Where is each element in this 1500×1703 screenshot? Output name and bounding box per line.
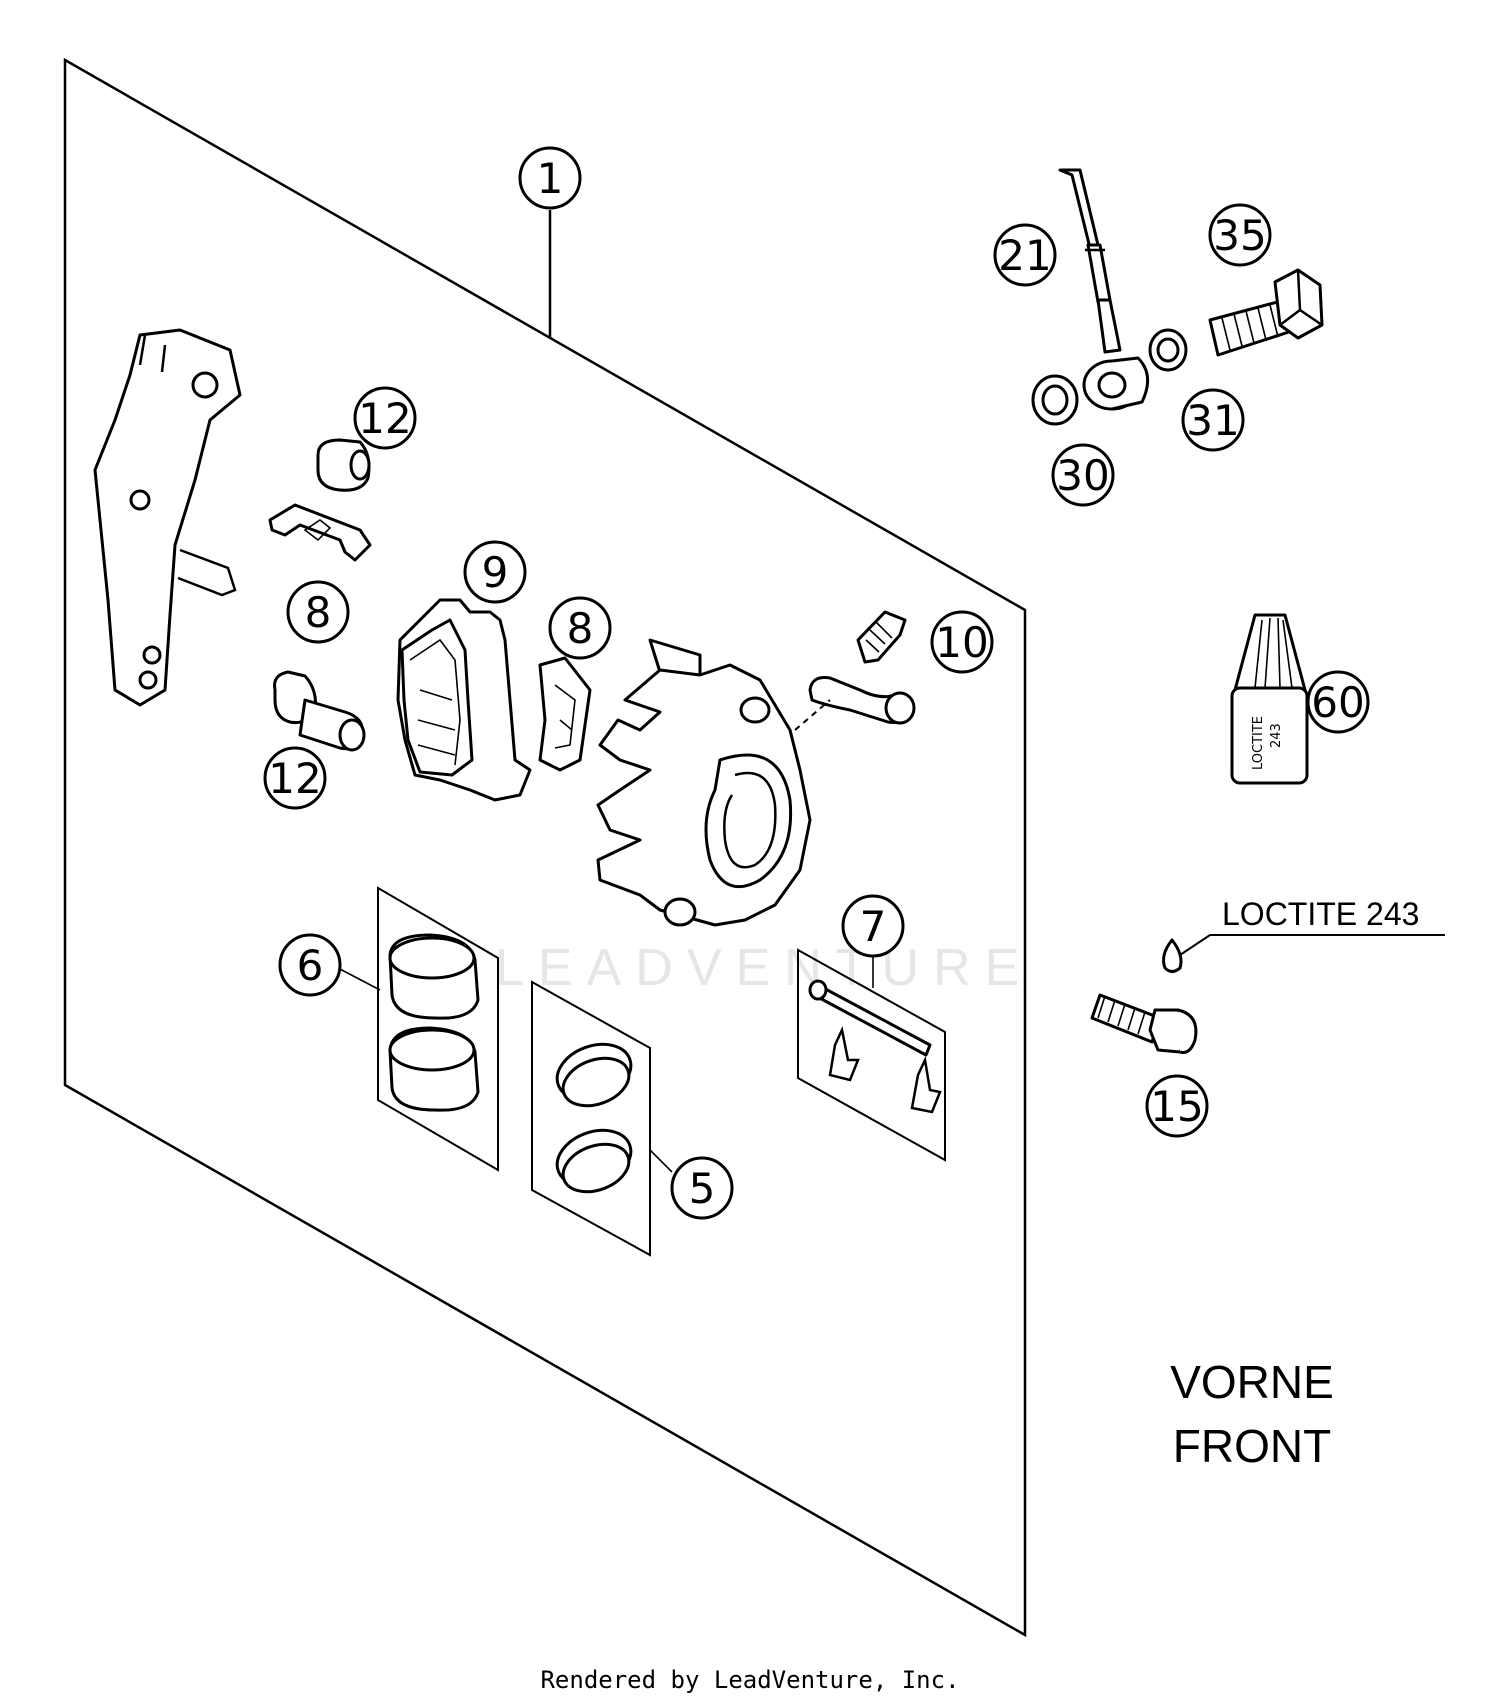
callout-circle <box>841 894 905 958</box>
callout-number: 9 <box>482 548 509 597</box>
callout-c9: 9 <box>463 540 527 604</box>
callout-circle <box>1051 443 1115 507</box>
callout-number: 1 <box>537 154 564 203</box>
callout-circle <box>548 596 612 660</box>
callout-circle <box>993 223 1057 287</box>
loctite-bottle: LOCTITE 243 <box>1230 613 1309 785</box>
watermark: LEADVENTURE <box>495 939 1033 997</box>
callout-number: 7 <box>860 902 887 951</box>
callout-number: 21 <box>998 231 1051 280</box>
brake-line <box>1058 168 1150 411</box>
sealing-ring-30 <box>1031 374 1079 426</box>
caliper-bracket <box>93 328 242 707</box>
pad-spring-upper <box>268 503 372 562</box>
callout-number: 12 <box>268 754 321 803</box>
footer-credit: Rendered by LeadVenture, Inc. <box>540 1666 959 1694</box>
callout-number: 60 <box>1311 678 1364 727</box>
callout-c60: 60 <box>1306 670 1370 734</box>
callout-circle <box>286 580 350 644</box>
callout-c8b: 8 <box>548 596 612 660</box>
callout-c30: 30 <box>1051 443 1115 507</box>
region-label-front: FRONT <box>1173 1420 1331 1472</box>
callout-circle <box>670 1156 734 1220</box>
leader-5 <box>649 1149 673 1173</box>
callout-circle <box>1145 1074 1209 1138</box>
callout-c7: 7 <box>841 894 905 958</box>
banjo-bolt <box>1208 268 1324 357</box>
callout-circle <box>263 746 327 810</box>
callout-number: 8 <box>567 604 594 653</box>
boot-bushing-upper <box>316 438 371 492</box>
callout-c12b: 12 <box>263 746 327 810</box>
assembly-frame <box>63 57 1027 1638</box>
region-label-vorne: VORNE <box>1170 1356 1334 1408</box>
callout-number: 12 <box>358 394 411 443</box>
callout-c15: 15 <box>1145 1074 1209 1138</box>
caliper-body <box>596 638 812 927</box>
callout-circle <box>518 146 582 210</box>
callout-circle <box>1208 203 1272 267</box>
mounting-bolt <box>1090 993 1198 1054</box>
callout-circle <box>278 933 342 997</box>
bottle-label-line2: 243 <box>1269 723 1284 748</box>
callout-number: 6 <box>297 941 324 990</box>
callout-c5: 5 <box>670 1156 734 1220</box>
callout-number: 10 <box>935 618 988 667</box>
bottle-label-line1: LOCTITE <box>1251 716 1266 770</box>
seals-box <box>531 980 651 1257</box>
loctite-note: LOCTITE 243 <box>1222 896 1419 932</box>
callout-number: 8 <box>305 588 332 637</box>
guide-pin-lower <box>273 670 366 752</box>
pad-spring-lower <box>538 656 592 772</box>
loctite-leader <box>1179 934 1445 956</box>
brake-pads <box>396 598 532 802</box>
callout-c10: 10 <box>930 610 994 674</box>
pad-pin-box <box>797 948 946 1162</box>
callout-c31: 31 <box>1181 388 1245 452</box>
bleeder-screw <box>794 610 916 731</box>
callout-circle <box>353 386 417 450</box>
pistons-box <box>377 886 499 1172</box>
callout-c35: 35 <box>1208 203 1272 267</box>
callout-c12a: 12 <box>353 386 417 450</box>
callout-number: 5 <box>689 1164 716 1213</box>
callout-c1: 1 <box>518 146 582 210</box>
callout-circle <box>1181 388 1245 452</box>
callout-circle <box>1306 670 1370 734</box>
callout-number: 15 <box>1150 1082 1203 1131</box>
sealing-ring-31 <box>1148 328 1188 372</box>
callout-number: 35 <box>1213 211 1266 260</box>
callout-number: 31 <box>1186 396 1239 445</box>
callout-circle <box>463 540 527 604</box>
callout-circle <box>930 610 994 674</box>
callout-number: 30 <box>1056 451 1109 500</box>
callout-c6: 6 <box>278 933 342 997</box>
callout-c21: 21 <box>993 223 1057 287</box>
loctite-drop <box>1162 938 1183 973</box>
callout-c8a: 8 <box>286 580 350 644</box>
leader-6 <box>337 967 381 991</box>
